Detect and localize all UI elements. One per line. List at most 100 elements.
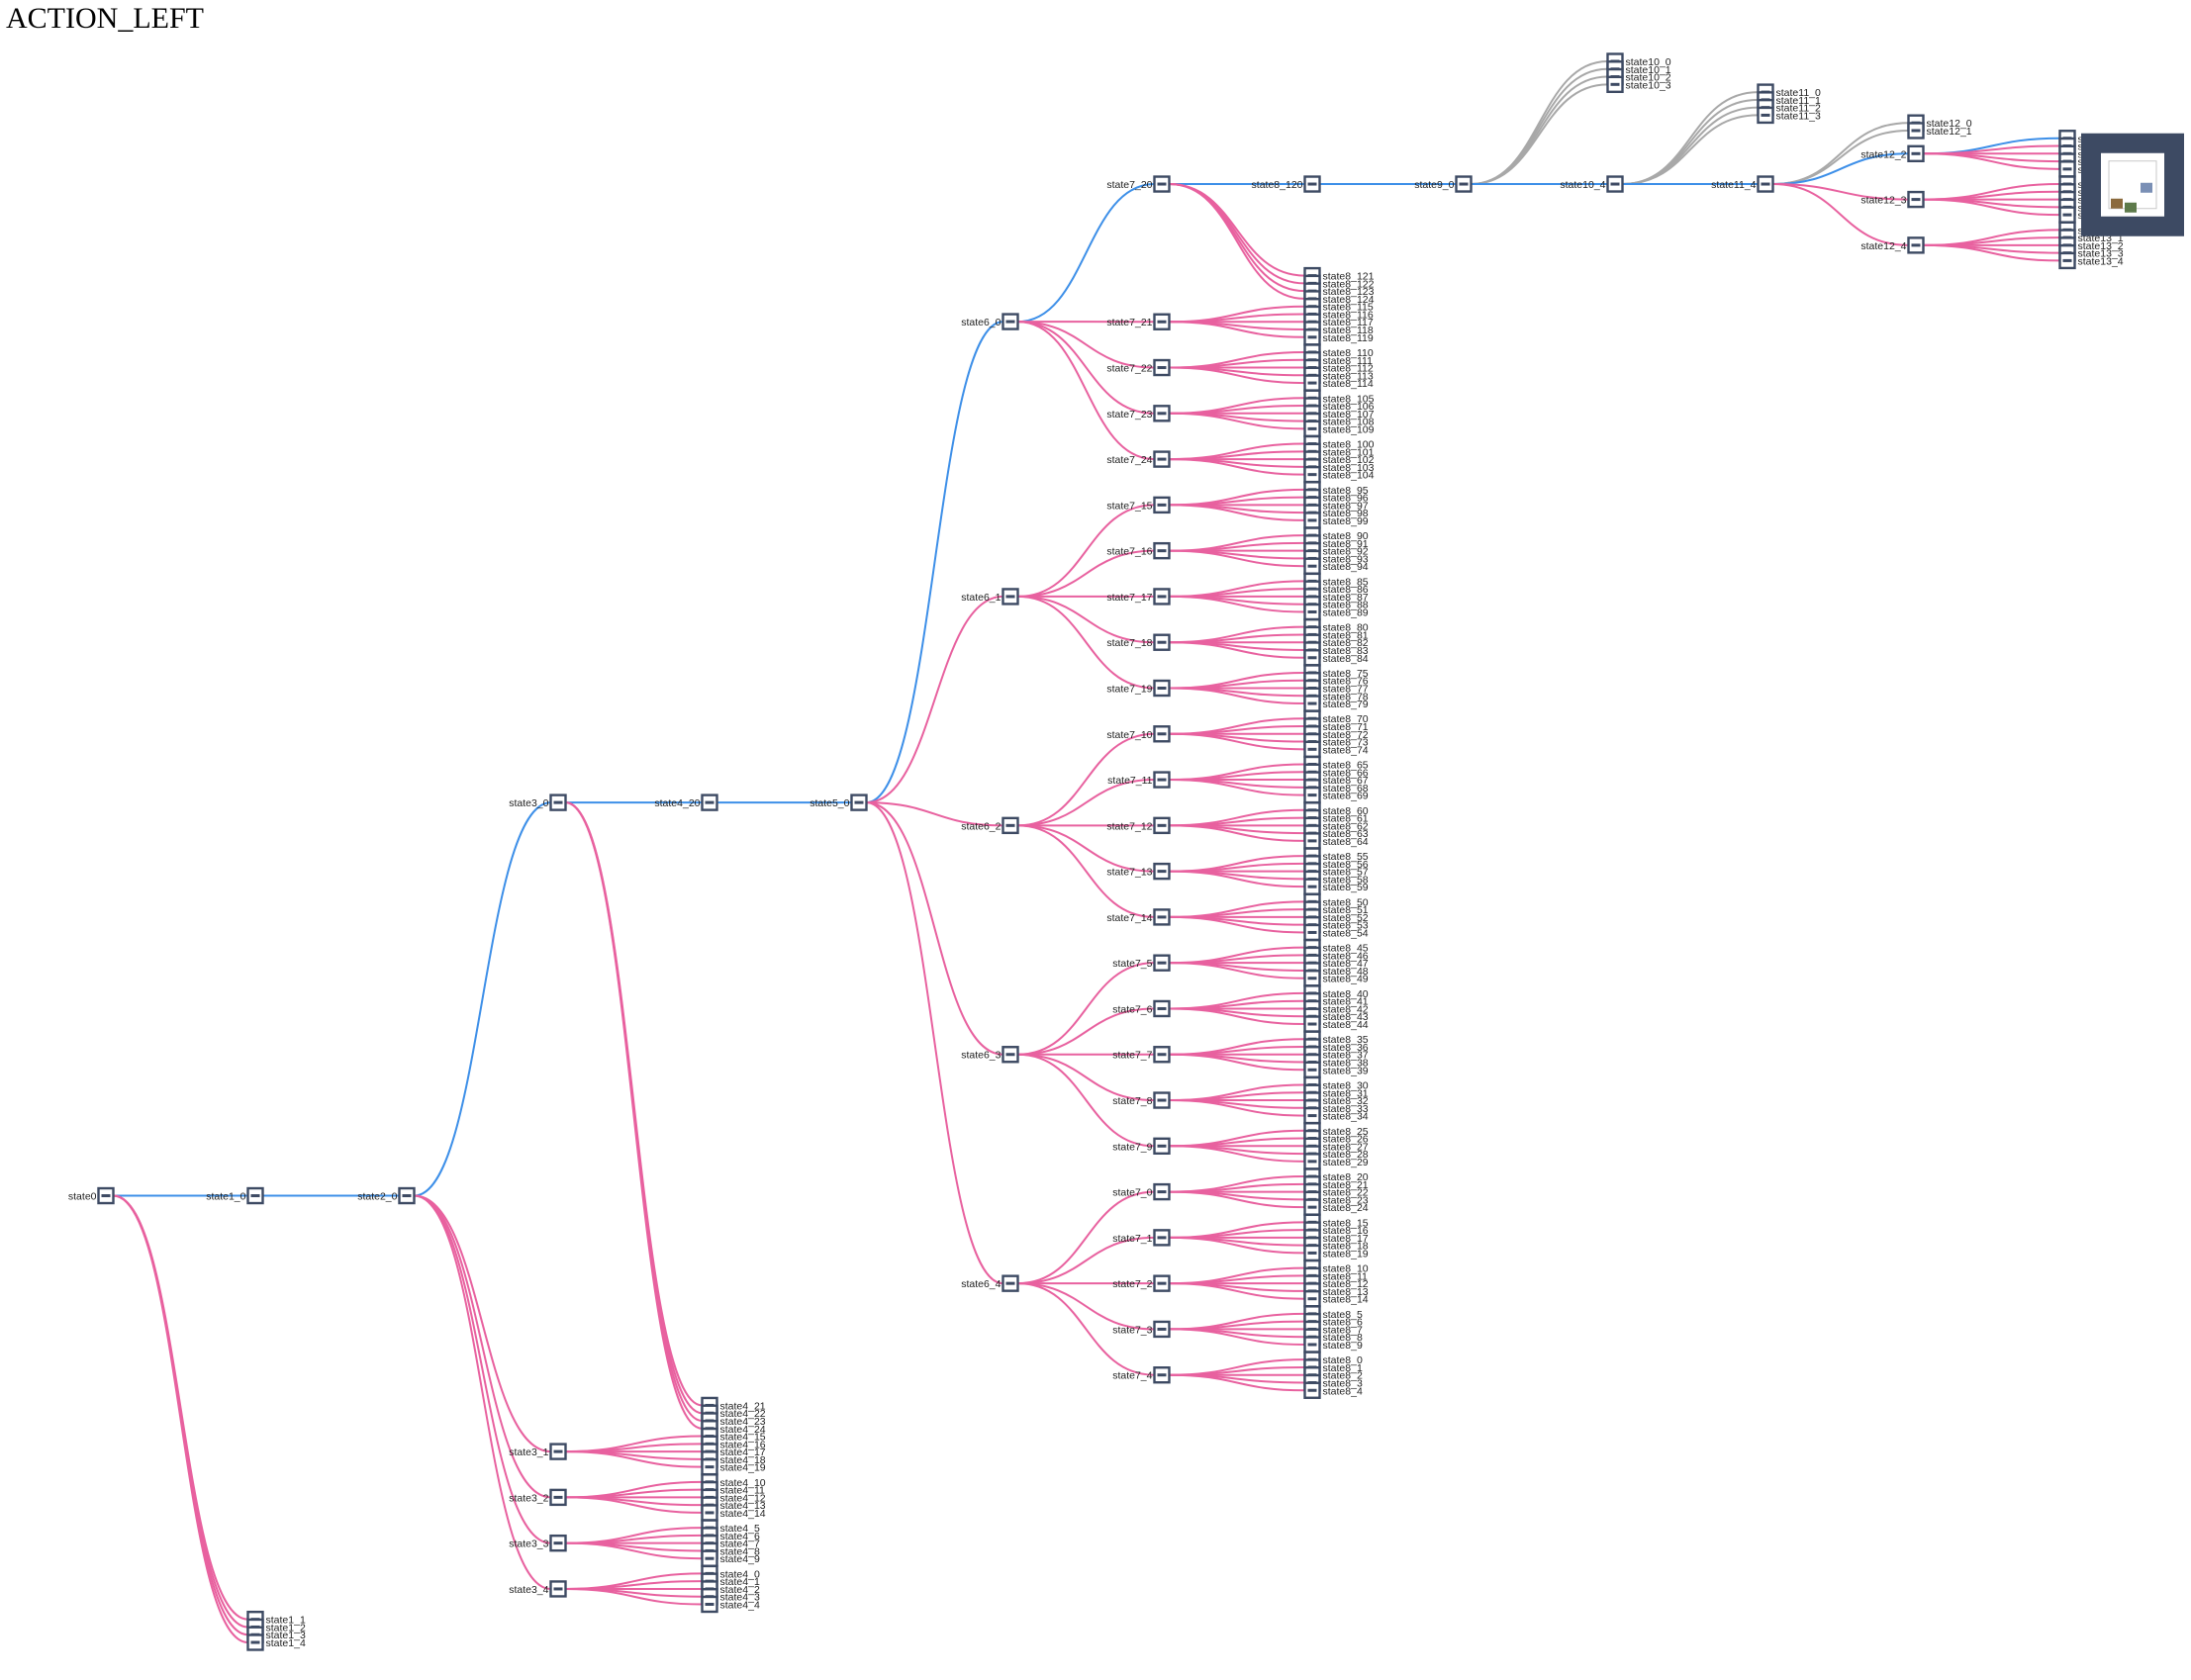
node-state12_1[interactable]: state12_1 xyxy=(1907,122,1972,140)
node-state9_0[interactable]: state9_0 xyxy=(1414,175,1473,193)
node-state8_74[interactable]: state8_74 xyxy=(1303,740,1369,759)
node-state4_9[interactable]: state4_9 xyxy=(701,1549,760,1567)
node-state8_29[interactable]: state8_29 xyxy=(1303,1153,1369,1170)
node-state6_3[interactable]: state6_3 xyxy=(961,1046,1019,1064)
node-state7_18[interactable]: state7_18 xyxy=(1106,633,1171,651)
node-state7_12[interactable]: state7_12 xyxy=(1106,816,1171,835)
node-state5_0[interactable]: state5_0 xyxy=(810,793,868,811)
node-state4_19[interactable]: state4_19 xyxy=(701,1457,766,1476)
node-state7_17[interactable]: state7_17 xyxy=(1106,588,1171,606)
node-state8_19[interactable]: state8_19 xyxy=(1303,1244,1369,1262)
node-state12_2[interactable]: state12_2 xyxy=(1860,144,1925,163)
node-state7_9[interactable]: state7_9 xyxy=(1112,1137,1171,1156)
node-state7_11[interactable]: state7_11 xyxy=(1107,771,1171,789)
node-state8_14[interactable]: state8_14 xyxy=(1303,1290,1369,1308)
node-state7_4[interactable]: state7_4 xyxy=(1112,1366,1171,1384)
node-state7_5[interactable]: state7_5 xyxy=(1112,954,1171,972)
node-state8_99[interactable]: state8_99 xyxy=(1303,512,1369,529)
node-state1_0[interactable]: state1_0 xyxy=(206,1186,264,1205)
node-state7_13[interactable]: state7_13 xyxy=(1106,862,1171,881)
node-state7_15[interactable]: state7_15 xyxy=(1106,496,1171,514)
node-state12_4[interactable]: state12_4 xyxy=(1860,236,1925,254)
node-state13_4[interactable]: state13_4 xyxy=(2058,251,2124,270)
edge-state9_0-to-state10_1 xyxy=(1471,67,1608,186)
game-frame-thumbnail-icon xyxy=(1153,862,1171,881)
node-state8_104[interactable]: state8_104 xyxy=(1303,465,1375,484)
node-state7_2[interactable]: state7_2 xyxy=(1112,1274,1171,1292)
game-frame-thumbnail-icon xyxy=(1303,1015,1321,1033)
node-state8_59[interactable]: state8_59 xyxy=(1303,878,1369,895)
node-state7_21[interactable]: state7_21 xyxy=(1106,313,1171,330)
node-state8_4[interactable]: state8_4 xyxy=(1303,1381,1363,1399)
node-state7_19[interactable]: state7_19 xyxy=(1106,679,1171,698)
node-state8_24[interactable]: state8_24 xyxy=(1303,1198,1369,1216)
node-state6_0[interactable]: state6_0 xyxy=(961,313,1019,330)
node-state8_69[interactable]: state8_69 xyxy=(1303,786,1369,804)
node-state3_2[interactable]: state3_2 xyxy=(509,1488,567,1507)
game-frame-thumbnail-icon xyxy=(97,1186,115,1205)
node-state7_10[interactable]: state7_10 xyxy=(1106,725,1171,743)
node-state8_34[interactable]: state8_34 xyxy=(1303,1106,1369,1125)
node-state8_109[interactable]: state8_109 xyxy=(1303,420,1375,438)
node-label: state8_78 xyxy=(1323,691,1369,702)
node-state12_3[interactable]: state12_3 xyxy=(1860,190,1925,209)
node-state8_79[interactable]: state8_79 xyxy=(1303,695,1369,712)
edge-state6_3-to-state7_5 xyxy=(1017,962,1155,1056)
node-state8_39[interactable]: state8_39 xyxy=(1303,1061,1369,1078)
node-label: state12_0 xyxy=(1927,118,1972,130)
node-state6_1[interactable]: state6_1 xyxy=(961,588,1019,606)
node-label: state8_115 xyxy=(1323,302,1374,314)
node-state7_8[interactable]: state7_8 xyxy=(1112,1091,1171,1109)
node-state6_2[interactable]: state6_2 xyxy=(961,816,1019,835)
node-state1_4[interactable]: state1_4 xyxy=(246,1633,306,1651)
node-state8_119[interactable]: state8_119 xyxy=(1303,328,1374,346)
node-state8_9[interactable]: state8_9 xyxy=(1303,1336,1363,1353)
node-state3_1[interactable]: state3_1 xyxy=(509,1443,567,1460)
game-frame-thumbnail-icon xyxy=(1303,374,1321,392)
node-state7_22[interactable]: state7_22 xyxy=(1106,358,1171,377)
node-state10_3[interactable]: state10_3 xyxy=(1606,75,1671,94)
node-state4_14[interactable]: state4_14 xyxy=(701,1504,766,1522)
node-state7_1[interactable]: state7_1 xyxy=(1112,1229,1171,1247)
node-label: state4_15 xyxy=(720,1432,766,1444)
node-state11_3[interactable]: state11_3 xyxy=(1757,106,1822,125)
node-state8_89[interactable]: state8_89 xyxy=(1303,603,1369,621)
edge-state6_0-to-state7_24 xyxy=(1017,321,1155,461)
node-state7_16[interactable]: state7_16 xyxy=(1106,541,1171,560)
node-state8_84[interactable]: state8_84 xyxy=(1303,649,1369,667)
edge-state7_12-to-state8_64 xyxy=(1169,824,1305,842)
node-state7_23[interactable]: state7_23 xyxy=(1106,405,1171,422)
node-state7_0[interactable]: state7_0 xyxy=(1112,1182,1171,1201)
game-frame-thumbnail-icon xyxy=(1303,1198,1321,1216)
node-state7_24[interactable]: state7_24 xyxy=(1106,450,1171,468)
node-state3_0[interactable]: state3_0 xyxy=(509,793,567,811)
node-label: state6_3 xyxy=(961,1050,1000,1062)
node-state2_0[interactable]: state2_0 xyxy=(357,1186,416,1205)
node-state8_114[interactable]: state8_114 xyxy=(1303,374,1374,392)
node-state7_3[interactable]: state7_3 xyxy=(1112,1320,1171,1339)
node-state8_54[interactable]: state8_54 xyxy=(1303,923,1369,942)
node-state8_49[interactable]: state8_49 xyxy=(1303,970,1369,987)
node-label: state8_94 xyxy=(1323,561,1369,573)
node-label: state8_7 xyxy=(1323,1324,1363,1336)
node-state8_44[interactable]: state8_44 xyxy=(1303,1015,1369,1033)
node-state10_4[interactable]: state10_4 xyxy=(1560,175,1624,193)
node-label: state8_64 xyxy=(1323,836,1369,848)
node-state8_94[interactable]: state8_94 xyxy=(1303,557,1369,575)
node-state0[interactable]: state0 xyxy=(68,1186,115,1205)
edge-state6_1-to-state7_16 xyxy=(1017,549,1155,598)
preview-sprite xyxy=(2125,202,2137,213)
node-state7_14[interactable]: state7_14 xyxy=(1106,908,1171,926)
node-state4_20[interactable]: state4_20 xyxy=(654,793,718,811)
node-state3_3[interactable]: state3_3 xyxy=(509,1534,567,1552)
node-state8_64[interactable]: state8_64 xyxy=(1303,832,1369,850)
node-state7_20[interactable]: state7_20 xyxy=(1106,175,1171,193)
node-label: state8_40 xyxy=(1323,988,1369,1000)
node-state6_4[interactable]: state6_4 xyxy=(961,1274,1019,1292)
node-state11_4[interactable]: state11_4 xyxy=(1711,175,1774,193)
node-state3_4[interactable]: state3_4 xyxy=(509,1580,567,1598)
node-state4_4[interactable]: state4_4 xyxy=(701,1595,760,1614)
node-state7_6[interactable]: state7_6 xyxy=(1112,999,1171,1018)
node-state7_7[interactable]: state7_7 xyxy=(1112,1046,1171,1064)
node-state8_120[interactable]: state8_120 xyxy=(1252,175,1321,193)
